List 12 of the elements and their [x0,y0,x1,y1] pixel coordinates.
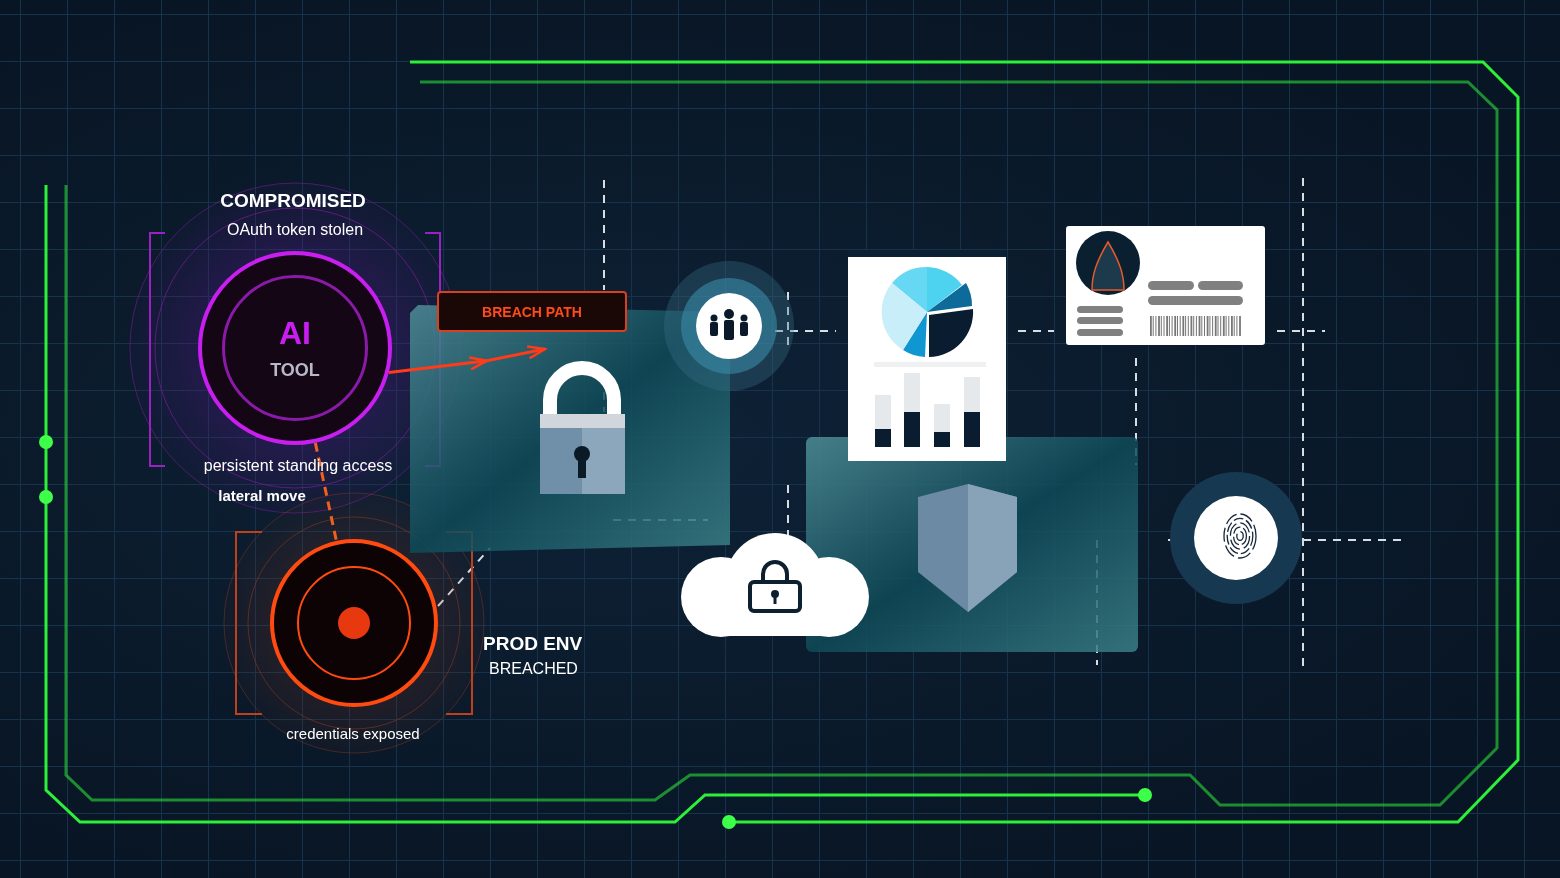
breach-heading: PROD ENV [483,633,583,655]
arrow [388,345,547,374]
ai-text: AI [279,315,311,353]
status-text: persistent standing access [203,457,393,475]
status-text: BREACHED [489,660,578,678]
compromised-heading: COMPROMISED [220,190,366,212]
edge-label: lateral move [218,487,306,504]
tool-text: TOOL [270,360,320,381]
dashed-connector [313,442,338,542]
breach-path-tag: BREACH PATH [437,291,627,332]
status-text: credentials exposed [286,725,420,742]
status-text: OAuth token stolen [226,221,364,239]
